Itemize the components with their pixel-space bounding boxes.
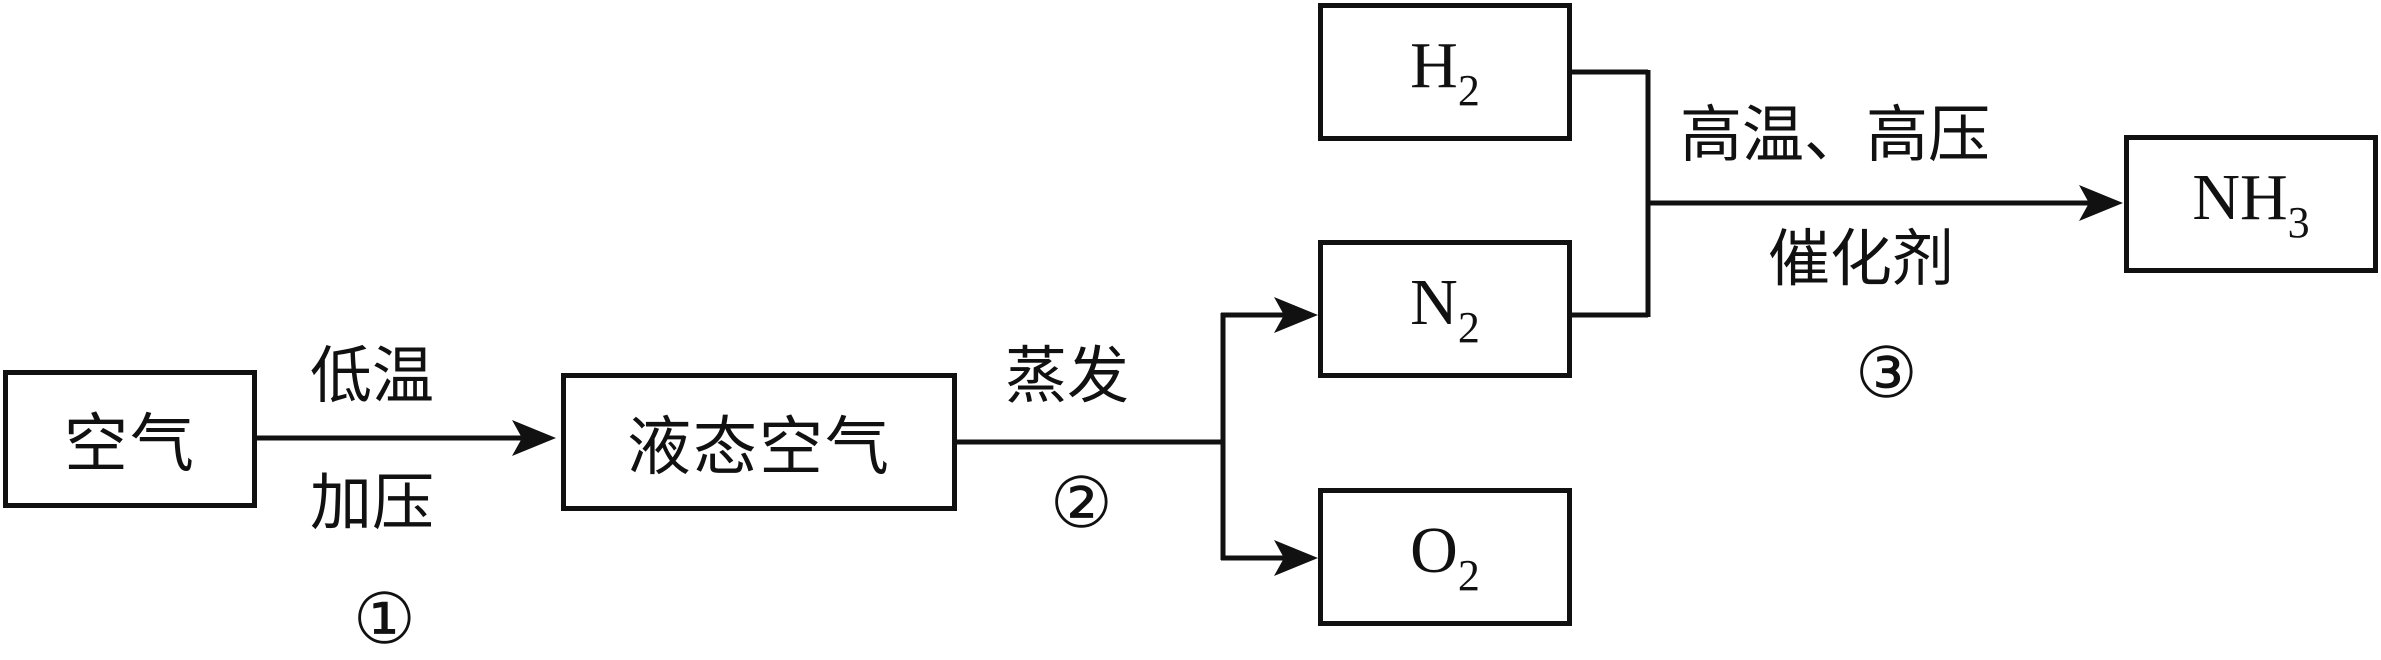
step1-condition-above: 低温 — [310, 339, 435, 412]
air-label: 空气 — [64, 408, 196, 482]
n2-formula: N2 — [1410, 266, 1480, 352]
nh3-formula: NH3 — [2192, 161, 2310, 247]
arrow-step3 — [1572, 69, 2123, 318]
step1-number: ① — [353, 578, 416, 660]
h2-formula: H2 — [1410, 29, 1480, 115]
step2-condition-above: 蒸发 — [1005, 339, 1130, 412]
step3-condition-below: 催化剂 — [1768, 222, 1955, 295]
liquid-air-box: 液态空气 — [561, 373, 957, 511]
nh3-box: NH3 — [2124, 135, 2378, 273]
arrow-step2 — [957, 297, 1318, 576]
step3-number: ③ — [1855, 332, 1918, 414]
step1-condition-below: 加压 — [310, 466, 435, 539]
h2-box: H2 — [1318, 3, 1572, 141]
n2-box: N2 — [1318, 240, 1572, 378]
o2-box: O2 — [1318, 488, 1572, 626]
arrow-step1 — [257, 420, 556, 456]
step2-number: ② — [1050, 462, 1113, 544]
step3-condition-above: 高温、高压 — [1680, 98, 1991, 171]
o2-formula: O2 — [1410, 514, 1480, 600]
liquid-air-label: 液态空气 — [627, 411, 891, 485]
air-box: 空气 — [3, 370, 257, 508]
